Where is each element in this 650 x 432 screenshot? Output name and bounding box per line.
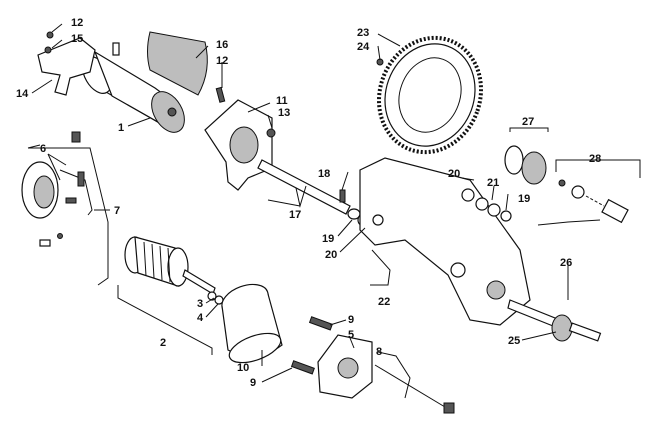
callout-9b: 9 <box>250 377 256 389</box>
callout-14: 14 <box>16 88 29 100</box>
callout-13: 13 <box>278 107 290 119</box>
bolt-9b <box>290 360 315 375</box>
pinion-shaft <box>507 299 602 342</box>
callout-labels: 12 15 14 16 12 1 11 13 6 7 18 17 19 20 2… <box>16 17 601 389</box>
mounting-bracket <box>37 37 96 96</box>
callout-17: 17 <box>289 209 301 221</box>
callout-23: 23 <box>357 27 369 39</box>
callout-24: 24 <box>357 41 370 53</box>
callout-21: 21 <box>487 177 499 189</box>
callout-2: 2 <box>160 337 166 349</box>
callout-22: 22 <box>378 296 390 308</box>
callout-18: 18 <box>318 168 330 180</box>
callout-1: 1 <box>118 122 124 134</box>
motor-housing <box>221 283 283 364</box>
callout-9a: 9 <box>348 314 354 326</box>
callout-20b: 20 <box>448 168 460 180</box>
callout-12a: 12 <box>71 17 83 29</box>
washer-21 <box>475 197 489 211</box>
bolt-12a <box>46 31 54 39</box>
washer-21b <box>487 203 501 217</box>
heat-shield <box>147 31 208 96</box>
callout-25: 25 <box>508 335 520 347</box>
leader-lines <box>27 23 641 399</box>
callout-26: 26 <box>560 257 572 269</box>
callout-16: 16 <box>216 39 228 51</box>
callout-5: 5 <box>348 329 354 341</box>
callout-19a: 19 <box>322 233 334 245</box>
long-bolt-8 <box>443 402 455 414</box>
callout-19b: 19 <box>518 193 530 205</box>
callout-27: 27 <box>522 116 534 128</box>
callout-10: 10 <box>237 362 249 374</box>
callout-20a: 20 <box>325 249 337 261</box>
bolt-12b <box>215 86 226 103</box>
callout-28: 28 <box>589 153 601 165</box>
starter-motor <box>81 42 185 133</box>
ring-gear <box>376 35 484 155</box>
washer-20b <box>461 188 475 202</box>
armature <box>124 236 224 305</box>
washer-19b <box>500 210 512 222</box>
nut-13 <box>266 128 276 138</box>
callout-15: 15 <box>71 33 83 45</box>
brush-holder <box>21 131 93 247</box>
callout-8: 8 <box>376 346 382 358</box>
callout-7: 7 <box>114 205 120 217</box>
callout-3: 3 <box>197 298 203 310</box>
callout-12b: 12 <box>216 55 228 67</box>
nut-15 <box>44 46 52 54</box>
clutch-assembly <box>504 145 629 224</box>
gear-housing <box>359 157 531 326</box>
callout-4: 4 <box>197 312 204 324</box>
callout-11: 11 <box>276 95 288 107</box>
callout-6: 6 <box>40 143 46 155</box>
bolt-9a <box>308 316 333 331</box>
drive-shaft <box>257 159 351 215</box>
